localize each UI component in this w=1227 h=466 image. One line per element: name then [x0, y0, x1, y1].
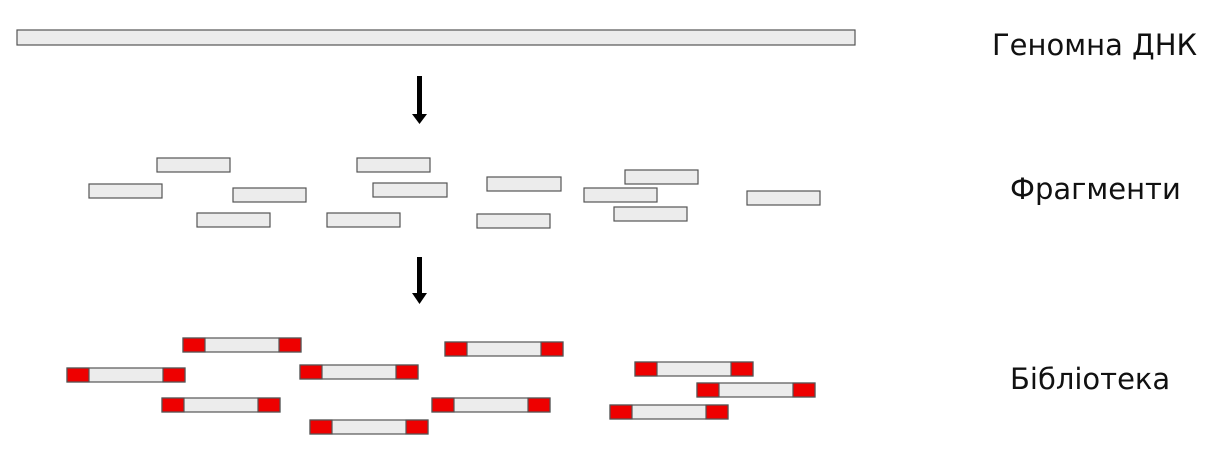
fragment — [196, 212, 271, 228]
library-fragment — [634, 361, 754, 377]
adapter-right — [540, 341, 564, 357]
library-fragment — [609, 404, 729, 420]
adapter-right — [730, 361, 754, 377]
fragment — [356, 157, 431, 173]
adapter-left — [182, 337, 206, 353]
fragment — [613, 206, 688, 222]
adapter-right — [278, 337, 302, 353]
fragment — [156, 157, 231, 173]
fragment — [583, 187, 658, 203]
genomic-dna-label: Геномна ДНК — [992, 28, 1198, 62]
adapter-left — [299, 364, 323, 380]
library-group — [66, 337, 816, 435]
library-label: Бібліотека — [1010, 362, 1171, 396]
adapter-right — [705, 404, 729, 420]
library-fragment — [161, 397, 281, 413]
fragment — [232, 187, 307, 203]
adapter-right — [792, 382, 816, 398]
arrow-down-1 — [412, 76, 427, 124]
adapter-left — [66, 367, 90, 383]
adapter-left — [161, 397, 185, 413]
fragment — [746, 190, 821, 206]
library-fragment — [182, 337, 302, 353]
fragments-label: Фрагменти — [1010, 172, 1181, 206]
adapter-right — [257, 397, 281, 413]
arrow-down-2 — [412, 257, 427, 304]
adapter-right — [395, 364, 419, 380]
adapter-left — [444, 341, 468, 357]
library-fragment — [299, 364, 419, 380]
adapter-left — [609, 404, 633, 420]
fragment — [372, 182, 448, 198]
adapter-left — [696, 382, 720, 398]
adapter-right — [527, 397, 551, 413]
adapter-right — [162, 367, 186, 383]
adapter-left — [634, 361, 658, 377]
library-fragment — [309, 419, 429, 435]
library-fragment — [431, 397, 551, 413]
library-fragment — [444, 341, 564, 357]
adapter-right — [405, 419, 429, 435]
fragments-group — [88, 157, 821, 229]
library-fragment — [696, 382, 816, 398]
genomic-dna-bar — [16, 29, 856, 46]
fragment — [326, 212, 401, 228]
library-fragment — [66, 367, 186, 383]
fragment — [476, 213, 551, 229]
fragment — [624, 169, 699, 185]
fragment — [486, 176, 562, 192]
adapter-left — [309, 419, 333, 435]
fragment — [88, 183, 163, 199]
adapter-left — [431, 397, 455, 413]
